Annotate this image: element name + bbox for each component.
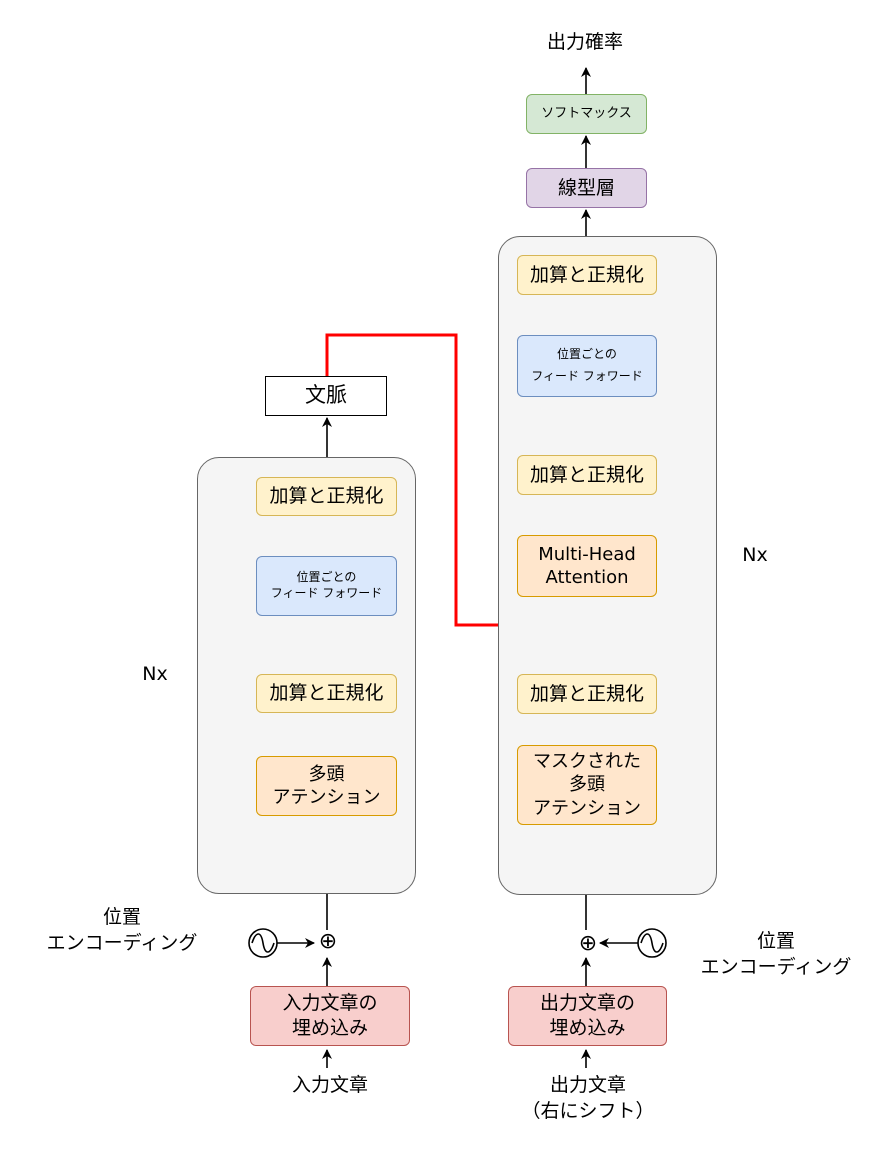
decoder-output-embedding: 出力文章の 埋め込み (508, 986, 667, 1046)
decoder-mha-line1: Multi-Head (538, 543, 636, 565)
encoder-add-norm-top: 加算と正規化 (256, 477, 397, 516)
decoder-add-norm-bottom: 加算と正規化 (517, 674, 657, 714)
encoder-feed-forward: 位置ごとの フィード フォワード (256, 556, 397, 616)
encoder-attn-line2: アテンション (272, 787, 381, 808)
enc-sine-icon-wave (251, 933, 275, 953)
decoder-pos-encoding-label: 位置 エンコーディング (700, 930, 852, 978)
decoder-nx-label: Nx (742, 544, 768, 566)
decoder-add-norm-middle: 加算と正規化 (517, 455, 657, 495)
encoder-input-embedding: 入力文章の 埋め込み (250, 986, 410, 1046)
encoder-multi-head-attention: 多頭 アテンション (256, 756, 397, 816)
encoder-input-label: 入力文章 (291, 1074, 368, 1096)
dec-sine-icon-wave (640, 933, 664, 953)
decoder-multi-head-attention: Multi-Head Attention (517, 535, 657, 597)
encoder-attn-line1: 多頭 (308, 763, 345, 785)
decoder-masked-attention: マスクされた 多頭 アテンション (517, 745, 657, 825)
decoder-ffn-line2: フィード フォワード (531, 369, 643, 383)
decoder-add-symbol: ⊕ (578, 931, 598, 956)
decoder-output-label: 出力文章 （右にシフト） (521, 1074, 655, 1122)
encoder-add-symbol: ⊕ (318, 929, 338, 954)
encoder-pos-encoding-label: 位置 エンコーディング (46, 906, 198, 954)
encoder-nx-label: Nx (142, 663, 168, 685)
decoder-feed-forward: 位置ごとの フィード フォワード (517, 335, 657, 397)
encoder-ffn-line1: 位置ごとの (296, 570, 357, 585)
linear-layer: 線型層 (526, 168, 647, 208)
decoder-add-norm-top: 加算と正規化 (517, 255, 657, 295)
softmax-layer: ソフトマックス (526, 94, 647, 134)
decoder-masked-line1: マスクされた (533, 750, 641, 772)
decoder-masked-line3: アテンション (533, 797, 641, 819)
decoder-mha-line2: Attention (545, 567, 629, 588)
context-box: 文脈 (265, 376, 387, 416)
output-probability-label: 出力確率 (546, 31, 623, 53)
decoder-masked-line2: 多頭 (569, 774, 605, 796)
encoder-ffn-line2: フィード フォワード (270, 586, 383, 600)
encoder-add-norm-bottom: 加算と正規化 (256, 674, 397, 713)
decoder-ffn-line1: 位置ごとの (557, 347, 617, 362)
